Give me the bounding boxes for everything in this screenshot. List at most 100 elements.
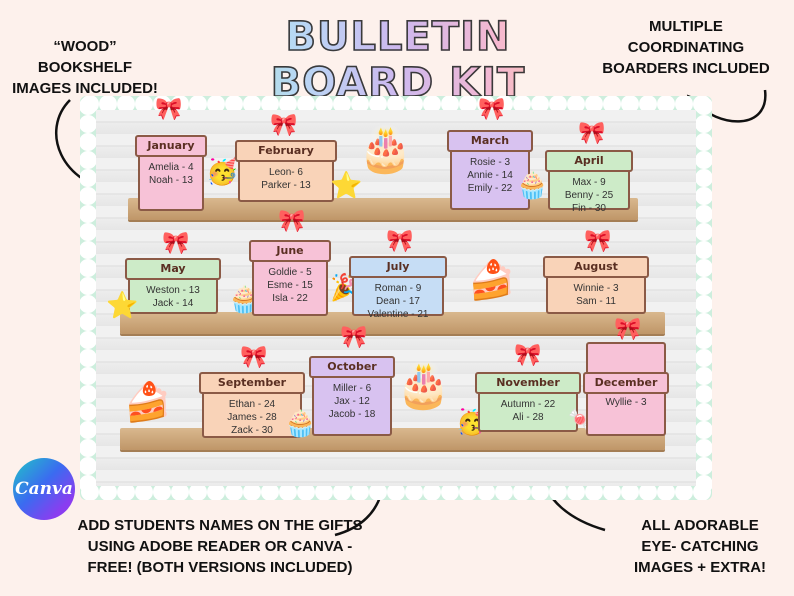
gift-label: November <box>475 372 581 394</box>
scallop-dot <box>495 483 513 500</box>
scallop-dot <box>243 483 261 500</box>
cupcake-icon: 🧁 <box>284 408 317 438</box>
gift-december[interactable]: December Wyllie - 3 <box>583 342 669 436</box>
scallop-dot <box>297 483 315 500</box>
scalloped-border <box>80 96 712 500</box>
scallop-dot <box>171 483 189 500</box>
note-line: USING ADOBE READER OR CANVA - <box>87 538 353 555</box>
scallop-dot <box>333 96 351 113</box>
note-line: ALL ADORABLE <box>641 517 759 534</box>
scallop-dot <box>695 223 712 241</box>
gift-label: March <box>447 130 533 152</box>
scallop-dot <box>695 97 712 115</box>
scallop-dot <box>387 96 405 113</box>
scallop-dot <box>695 259 712 277</box>
star-icon: ⭐ <box>330 170 363 200</box>
scallop-dot <box>315 483 333 500</box>
bow-icon: 🎀 <box>340 324 368 349</box>
scallop-dot <box>513 483 531 500</box>
scallop-dot <box>171 96 189 113</box>
page-title: BULLETIN BOARD KIT <box>198 13 598 107</box>
scallop-dot <box>603 96 621 113</box>
note-borders: MULTIPLE COORDINATING BOARDERS INCLUDED <box>596 16 776 79</box>
note-line: “WOOD” <box>53 38 117 55</box>
bow-icon: 🎀 <box>278 208 306 233</box>
scallop-dot <box>279 96 297 113</box>
bow-icon: 🎀 <box>584 228 612 253</box>
scallop-dot <box>695 457 712 475</box>
scallop-dot <box>695 331 712 349</box>
scallop-dot <box>225 96 243 113</box>
scallop-dot <box>99 483 117 500</box>
scallop-dot <box>153 96 171 113</box>
bow-icon: 🎀 <box>578 120 606 145</box>
canva-logo: Canva <box>13 458 75 520</box>
scallop-dot <box>695 349 712 367</box>
star-icon: ⭐ <box>106 290 139 320</box>
bow-icon: 🎀 <box>155 96 183 121</box>
gift-label: October <box>309 356 395 378</box>
gift-label: May <box>125 258 221 280</box>
bow-icon: 🎀 <box>386 228 414 253</box>
note-adorable-images: ALL ADORABLE EYE- CATCHING IMAGES + EXTR… <box>620 515 780 578</box>
scallop-dot <box>695 115 712 133</box>
scallop-dot <box>117 96 135 113</box>
gift-names: Wyllie - 3 <box>605 397 647 408</box>
scallop-dot <box>695 421 712 439</box>
scallop-dot <box>225 483 243 500</box>
note-line: EYE- CATCHING <box>641 538 759 555</box>
scallop-dot <box>695 187 712 205</box>
scallop-dot <box>80 115 97 133</box>
scallop-dot <box>80 241 97 259</box>
scallop-dot <box>549 96 567 113</box>
scallop-dot <box>675 96 693 113</box>
scallop-dot <box>80 457 97 475</box>
scallop-dot <box>695 385 712 403</box>
scallop-dot <box>80 223 97 241</box>
scallop-dot <box>459 483 477 500</box>
scallop-dot <box>387 483 405 500</box>
scallop-dot <box>207 483 225 500</box>
bow-icon: 🎀 <box>240 344 268 369</box>
scallop-dot <box>495 96 513 113</box>
scallop-dot <box>80 439 97 457</box>
scallop-dot <box>369 483 387 500</box>
scallop-dot <box>80 295 97 313</box>
scallop-dot <box>695 133 712 151</box>
scallop-dot <box>189 96 207 113</box>
scallop-dot <box>477 483 495 500</box>
bow-icon: 🎀 <box>478 96 506 121</box>
scallop-dot <box>135 483 153 500</box>
scallop-dot <box>351 96 369 113</box>
cupcake-icon: 🧁 <box>516 170 549 200</box>
scallop-dot <box>675 483 693 500</box>
scallop-dot <box>585 483 603 500</box>
note-add-names: ADD STUDENTS NAMES ON THE GIFTS USING AD… <box>60 515 380 578</box>
scallop-dot <box>279 483 297 500</box>
gift-label: July <box>349 256 447 278</box>
scallop-dot <box>477 96 495 113</box>
scallop-dot <box>695 169 712 187</box>
note-line: BOARDERS INCLUDED <box>602 60 770 77</box>
scallop-dot <box>333 483 351 500</box>
scallop-dot <box>351 483 369 500</box>
scallop-dot <box>695 241 712 259</box>
scallop-dot <box>297 96 315 113</box>
